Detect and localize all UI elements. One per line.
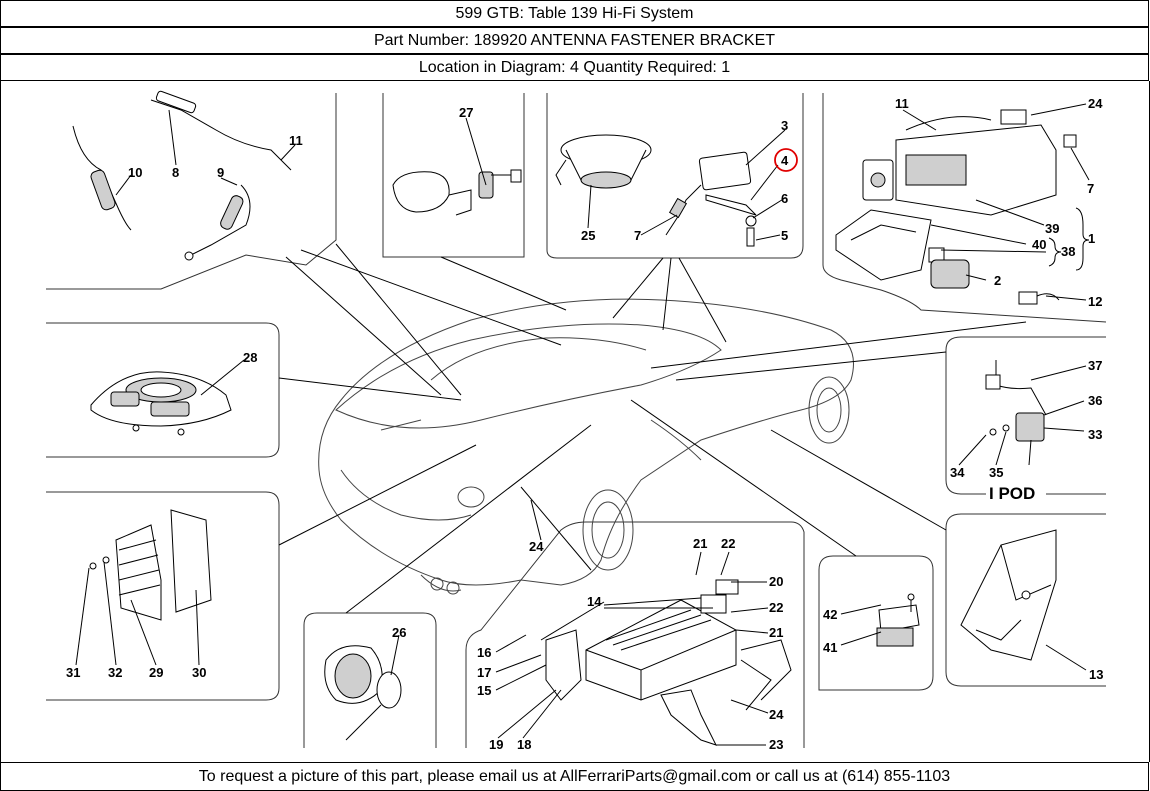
callout-35: 35 bbox=[989, 465, 1003, 480]
callout-11a: 11 bbox=[289, 133, 303, 148]
callout-12: 12 bbox=[1088, 294, 1102, 309]
callout-34: 34 bbox=[950, 465, 965, 480]
callout-22b: 22 bbox=[769, 600, 783, 615]
callout-33: 33 bbox=[1088, 427, 1102, 442]
callout-31: 31 bbox=[66, 665, 80, 680]
callout-1: 1 bbox=[1088, 231, 1095, 246]
callout-3: 3 bbox=[781, 118, 788, 133]
callout-19: 19 bbox=[489, 737, 503, 752]
subwoofer bbox=[90, 371, 232, 436]
callout-20: 20 bbox=[769, 574, 783, 589]
small-bracket bbox=[876, 593, 920, 647]
callout-40: 40 bbox=[1032, 237, 1046, 252]
callout-28: 28 bbox=[243, 350, 257, 365]
callout-23: 23 bbox=[769, 737, 783, 752]
callout-24a: 24 bbox=[1088, 96, 1103, 111]
callout-17: 17 bbox=[477, 665, 491, 680]
diagram-title: 599 GTB: Table 139 Hi-Fi System bbox=[0, 0, 1149, 27]
callout-42: 42 bbox=[823, 607, 837, 622]
callout-13: 13 bbox=[1089, 667, 1103, 682]
callout-38: 38 bbox=[1061, 244, 1075, 259]
callout-26: 26 bbox=[392, 625, 406, 640]
antenna-cables bbox=[72, 90, 292, 261]
callout-9: 9 bbox=[217, 165, 224, 180]
callout-24b: 24 bbox=[529, 539, 544, 554]
callout-39: 39 bbox=[1045, 221, 1059, 236]
car-illustration bbox=[318, 298, 854, 595]
ipod-adapter bbox=[985, 360, 1047, 466]
callout-29: 29 bbox=[149, 665, 163, 680]
callout-14: 14 bbox=[587, 594, 602, 609]
callout-21b: 21 bbox=[769, 625, 783, 640]
callout-27: 27 bbox=[459, 105, 473, 120]
ipod-label: I POD bbox=[989, 484, 1035, 503]
callout-30: 30 bbox=[192, 665, 206, 680]
main-amplifier bbox=[545, 579, 792, 746]
leader-lines bbox=[278, 243, 1027, 614]
callout-6: 6 bbox=[781, 191, 788, 206]
callout-18: 18 bbox=[517, 737, 531, 752]
callout-10: 10 bbox=[128, 165, 142, 180]
callout-15: 15 bbox=[477, 683, 491, 698]
large-bracket bbox=[960, 529, 1057, 661]
callout-37: 37 bbox=[1088, 358, 1102, 373]
callout-25: 25 bbox=[581, 228, 595, 243]
part-number-row: Part Number: 189920 ANTENNA FASTENER BRA… bbox=[0, 27, 1149, 54]
callout-36: 36 bbox=[1088, 393, 1102, 408]
callout-leaders bbox=[75, 103, 1090, 746]
callout-5: 5 bbox=[781, 228, 788, 243]
contact-footer: To request a picture of this part, pleas… bbox=[0, 762, 1149, 791]
amplifier-module bbox=[89, 509, 212, 621]
callout-22a: 22 bbox=[721, 536, 735, 551]
callout-labels: 10 8 9 11 27 25 7 3 4 6 5 11 24 7 39 40 … bbox=[66, 96, 1103, 752]
head-unit bbox=[835, 109, 1077, 305]
callout-32: 32 bbox=[108, 665, 122, 680]
callout-4: 4 bbox=[781, 153, 789, 168]
callout-16: 16 bbox=[477, 645, 491, 660]
callout-41: 41 bbox=[823, 640, 837, 655]
callout-11b: 11 bbox=[895, 96, 909, 111]
callout-7b: 7 bbox=[1087, 181, 1094, 196]
speaker-antenna-group bbox=[555, 134, 757, 247]
highlight-ring bbox=[774, 148, 798, 172]
callout-21a: 21 bbox=[693, 536, 707, 551]
location-row: Location in Diagram: 4 Quantity Required… bbox=[0, 54, 1149, 81]
callout-2: 2 bbox=[994, 273, 1001, 288]
exploded-parts-diagram: 10 8 9 11 27 25 7 3 4 6 5 11 24 7 39 40 … bbox=[0, 81, 1150, 762]
callout-24c: 24 bbox=[769, 707, 784, 722]
callout-7a: 7 bbox=[634, 228, 641, 243]
mirror-assembly bbox=[392, 169, 522, 216]
door-speaker bbox=[324, 645, 402, 741]
callout-8: 8 bbox=[172, 165, 179, 180]
